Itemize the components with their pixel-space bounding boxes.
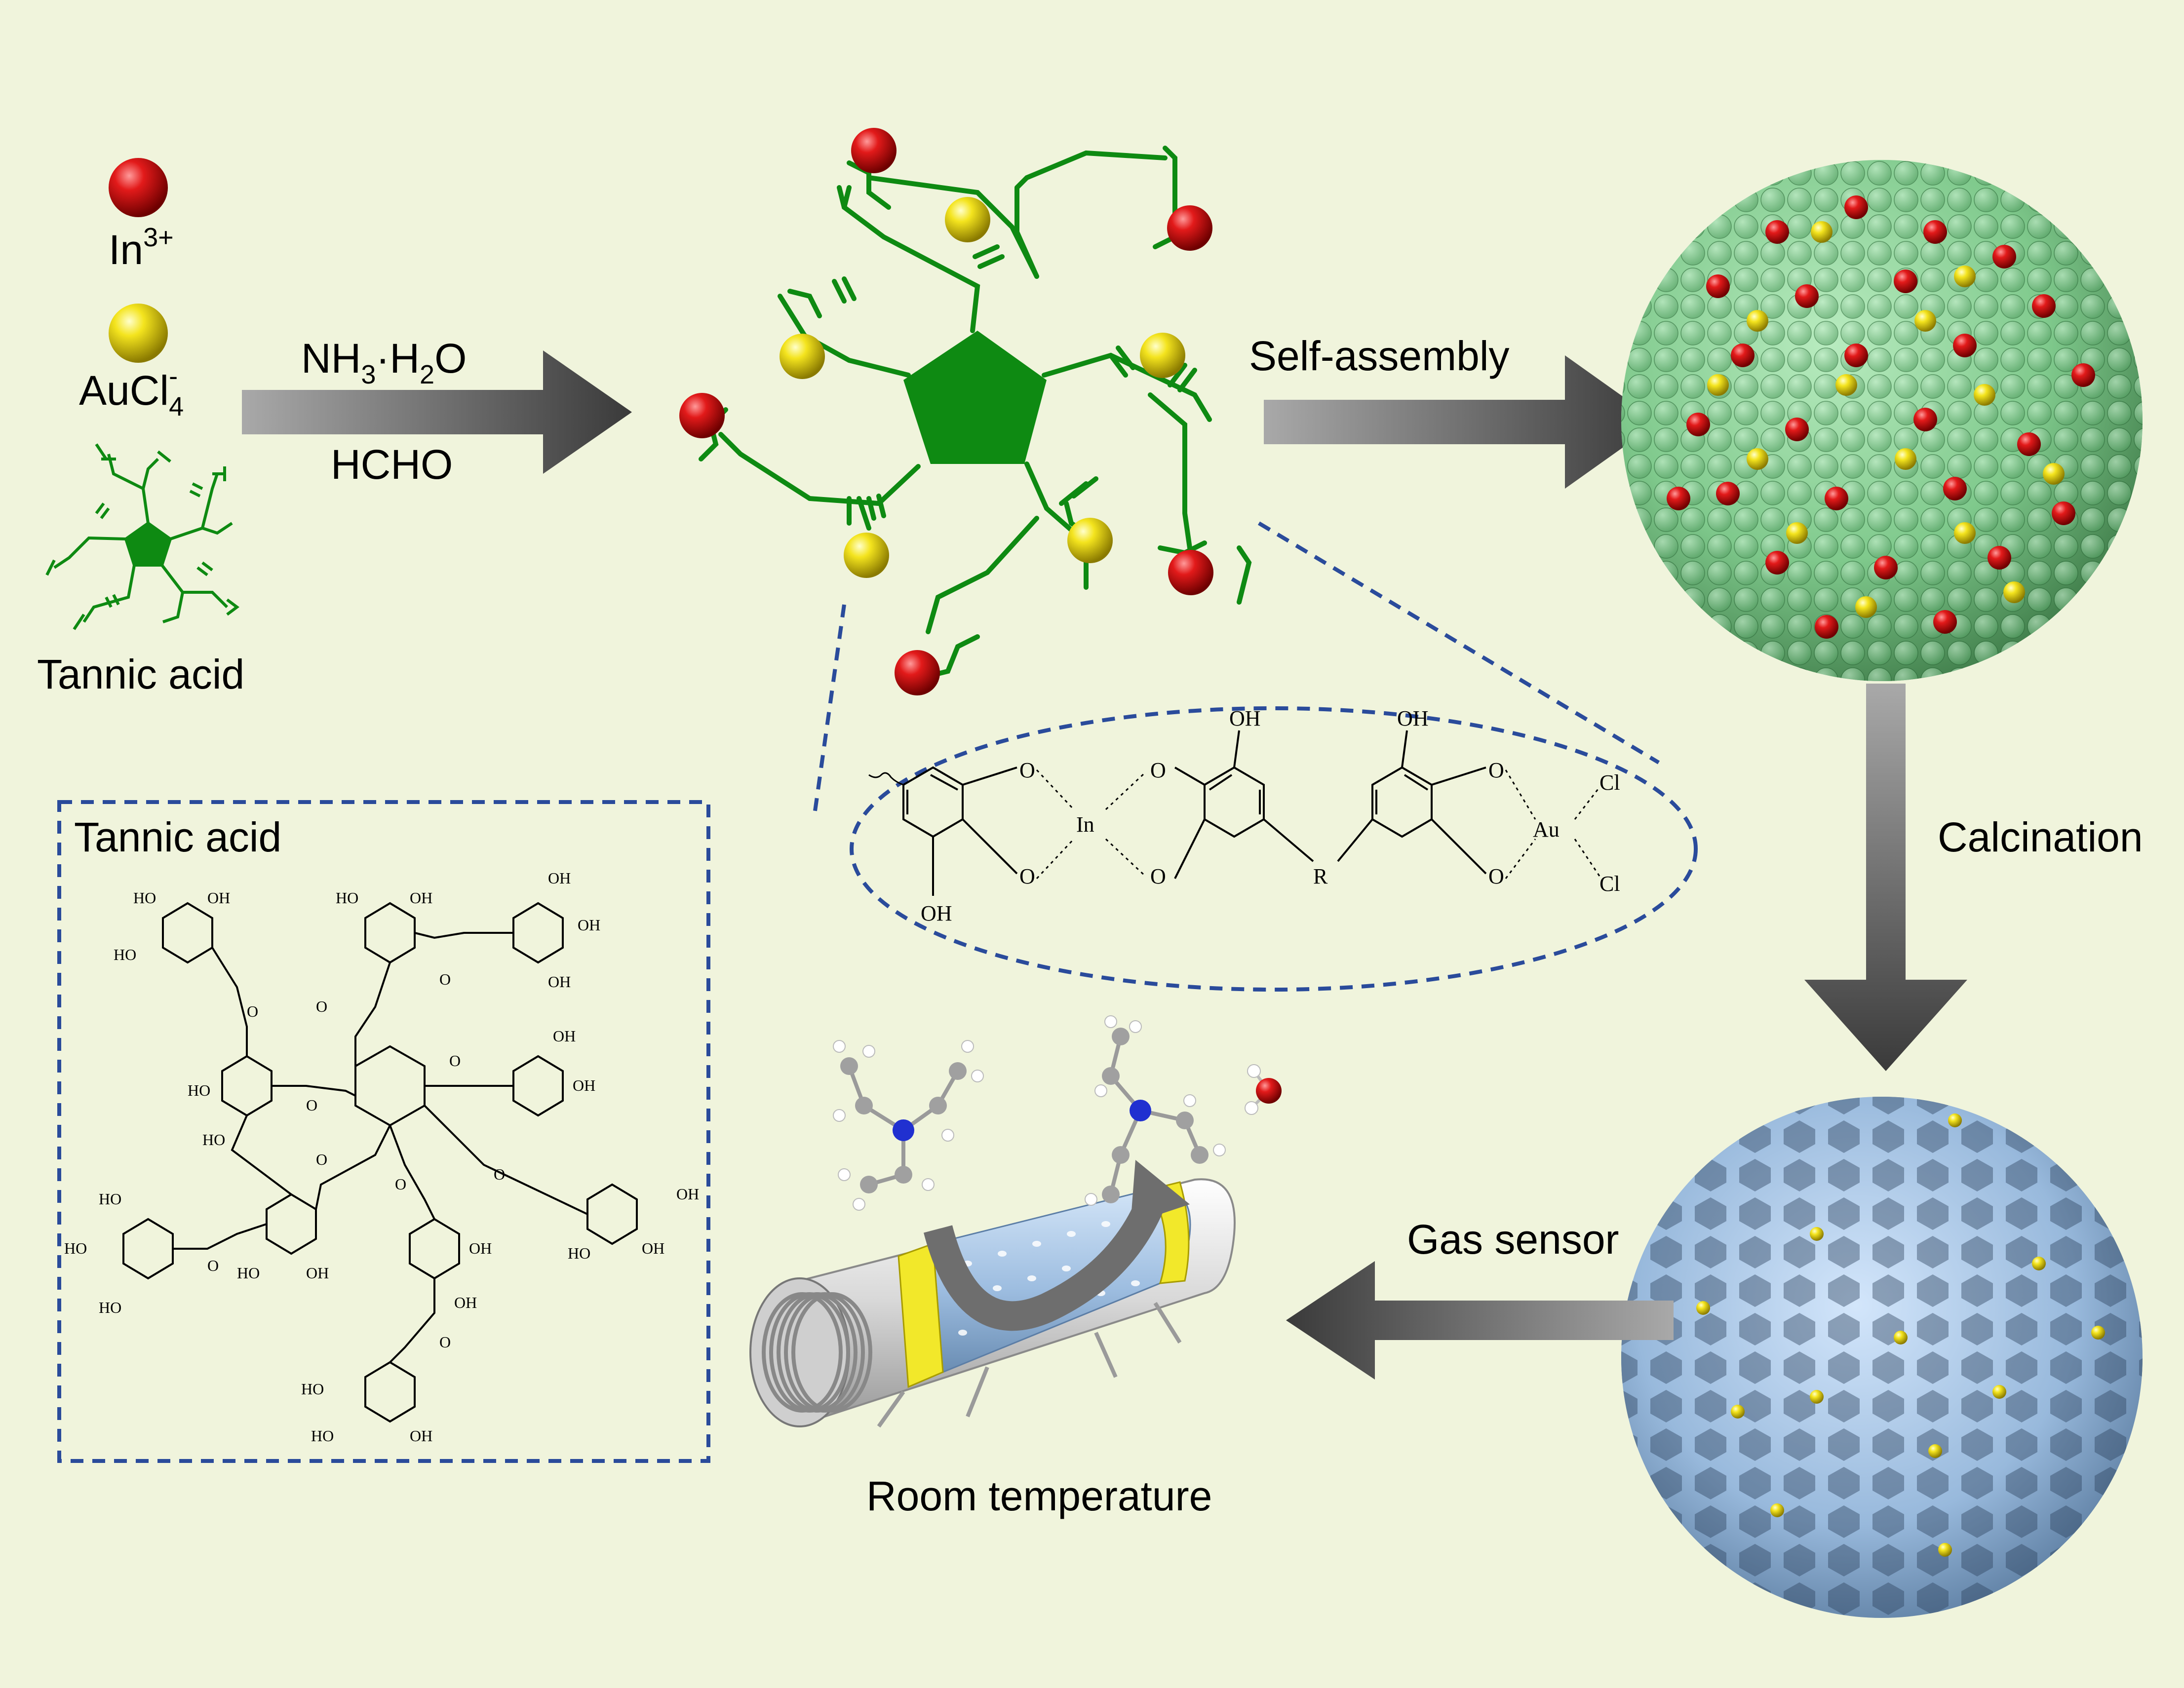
svg-text:OH: OH bbox=[1397, 706, 1429, 730]
gas-sensor-device bbox=[749, 1160, 1236, 1428]
svg-text:O: O bbox=[1150, 758, 1166, 782]
svg-text:HO: HO bbox=[64, 1239, 87, 1257]
water-molecule bbox=[1245, 1064, 1282, 1115]
svg-text:OH: OH bbox=[306, 1264, 329, 1282]
gas-sensor-label: Gas sensor bbox=[1407, 1216, 1619, 1263]
svg-text:OH: OH bbox=[676, 1185, 699, 1203]
self-assembly-arrow bbox=[1264, 355, 1659, 489]
svg-text:HO: HO bbox=[99, 1190, 121, 1208]
legend: In3+ AuCl-4 Tannic ac bbox=[37, 158, 244, 697]
tannic-acid-structure-box bbox=[57, 800, 710, 1463]
au-ion-sphere-icon bbox=[109, 304, 168, 363]
tannic-acid-small-icon bbox=[45, 443, 239, 630]
svg-text:OH: OH bbox=[410, 889, 432, 907]
svg-text:OH: OH bbox=[642, 1239, 664, 1257]
svg-text:OH: OH bbox=[553, 1027, 576, 1045]
reaction-arrow-1 bbox=[242, 350, 632, 474]
amine-molecule-2 bbox=[1085, 1015, 1226, 1206]
svg-text:O: O bbox=[395, 1175, 406, 1193]
svg-text:OH: OH bbox=[207, 889, 230, 907]
svg-text:O: O bbox=[1488, 758, 1504, 782]
room-temperature-caption: Room temperature bbox=[866, 1473, 1212, 1519]
chelate-structure bbox=[868, 730, 1600, 896]
svg-text:In: In bbox=[1076, 812, 1094, 837]
calcination-arrow bbox=[1804, 684, 1967, 1071]
svg-text:OH: OH bbox=[410, 1427, 432, 1445]
svg-text:HO: HO bbox=[237, 1264, 260, 1282]
svg-text:Cl: Cl bbox=[1599, 770, 1620, 795]
in-ion-sphere-icon bbox=[109, 158, 168, 217]
svg-text:HO: HO bbox=[188, 1081, 210, 1099]
pentagon-core-icon bbox=[903, 331, 1047, 464]
svg-text:OH: OH bbox=[548, 973, 571, 991]
au-ion-label: AuCl-4 bbox=[79, 361, 184, 422]
tannic-acid-skeletal-structure bbox=[122, 902, 638, 1423]
calcined-porous-blue-sphere bbox=[1621, 1097, 2143, 1618]
svg-text:O: O bbox=[247, 1002, 258, 1020]
self-assembly-label: Self-assembly bbox=[1249, 333, 1510, 379]
svg-text:Cl: Cl bbox=[1599, 872, 1620, 896]
svg-text:HO: HO bbox=[311, 1427, 334, 1445]
svg-text:O: O bbox=[439, 970, 451, 988]
svg-text:HO: HO bbox=[301, 1380, 324, 1398]
svg-text:O: O bbox=[316, 997, 327, 1015]
svg-text:O: O bbox=[439, 1333, 451, 1351]
svg-text:HO: HO bbox=[114, 946, 136, 963]
zoom-connector-lines bbox=[813, 521, 1660, 815]
svg-text:O: O bbox=[1150, 864, 1166, 888]
svg-text:Au: Au bbox=[1533, 817, 1560, 842]
self-assembled-green-sphere bbox=[1621, 160, 2143, 681]
tannic-acid-structure-labels: HO OH HO HO OH OH OH OH HO HO OH OH OH O… bbox=[64, 869, 699, 1445]
svg-text:O: O bbox=[494, 1165, 505, 1183]
amine-molecule-1 bbox=[833, 1040, 984, 1211]
reagent-formaldehyde-label: HCHO bbox=[331, 441, 453, 488]
svg-text:R: R bbox=[1313, 864, 1328, 888]
svg-text:OH: OH bbox=[469, 1239, 492, 1257]
calcination-label: Calcination bbox=[1938, 814, 2143, 860]
svg-text:OH: OH bbox=[573, 1076, 595, 1094]
svg-text:HO: HO bbox=[336, 889, 358, 907]
chelate-atom-labels: O O OH In O O OH R OH O O Au Cl Cl bbox=[921, 706, 1620, 925]
svg-text:HO: HO bbox=[133, 889, 156, 907]
svg-text:OH: OH bbox=[921, 901, 952, 925]
svg-text:OH: OH bbox=[1229, 706, 1261, 730]
in-ion-label: In3+ bbox=[109, 223, 174, 273]
svg-text:O: O bbox=[449, 1052, 461, 1070]
chelate-zoom-ellipse bbox=[850, 706, 1698, 992]
svg-text:O: O bbox=[306, 1096, 317, 1114]
svg-text:OH: OH bbox=[578, 916, 600, 934]
svg-text:OH: OH bbox=[548, 869, 571, 887]
gas-sensor-arrow bbox=[1286, 1261, 1674, 1380]
svg-text:O: O bbox=[207, 1257, 219, 1274]
svg-text:HO: HO bbox=[99, 1299, 121, 1316]
svg-text:O: O bbox=[1488, 864, 1504, 888]
tannic-acid-metal-complex bbox=[679, 128, 1252, 695]
svg-text:O: O bbox=[316, 1151, 327, 1168]
svg-text:OH: OH bbox=[454, 1294, 477, 1311]
reagent-ammonia-label: NH3·H2O bbox=[301, 335, 467, 389]
tannic-acid-label: Tannic acid bbox=[37, 651, 244, 697]
tannic-acid-box-title: Tannic acid bbox=[74, 814, 281, 860]
svg-text:O: O bbox=[1019, 758, 1035, 782]
svg-text:O: O bbox=[1019, 864, 1035, 888]
svg-text:HO: HO bbox=[568, 1244, 590, 1262]
svg-text:HO: HO bbox=[202, 1131, 225, 1149]
